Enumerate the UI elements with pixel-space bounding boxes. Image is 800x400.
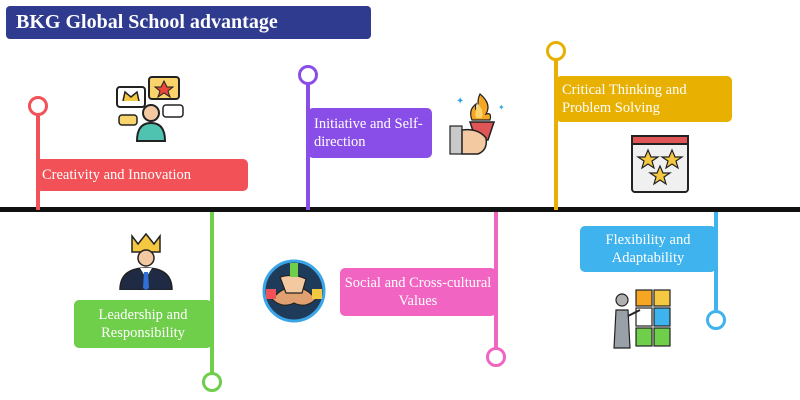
timeline-marker (546, 41, 566, 61)
torch-icon: ✦ ✦ (449, 93, 505, 155)
timeline-marker (486, 347, 506, 367)
team-hands-icon (262, 259, 326, 323)
crowned-leader-icon (119, 232, 173, 290)
item-label: Critical Thinking and Problem Solving (556, 76, 732, 122)
timeline-stem (494, 212, 498, 350)
puzzle-person-icon (613, 289, 671, 349)
timeline-marker (298, 65, 318, 85)
timeline-stem (554, 56, 558, 210)
svg-text:✦: ✦ (498, 103, 505, 112)
timeline-marker (706, 310, 726, 330)
timeline-stem (210, 212, 214, 374)
timeline-axis (0, 207, 800, 212)
timeline-stem (714, 212, 718, 310)
timeline-marker (28, 96, 48, 116)
timeline-marker (202, 372, 222, 392)
item-label: Flexibility and Adaptability (580, 226, 716, 272)
star-rating-window-icon (631, 135, 689, 193)
item-label: Leadership and Responsibility (74, 300, 212, 348)
page-title: BKG Global School advantage (6, 6, 371, 39)
item-label: Initiative and Self-direction (308, 108, 432, 158)
item-label: Creativity and Innovation (36, 159, 248, 191)
svg-text:✦: ✦ (456, 96, 464, 107)
speech-bubbles-person-icon (116, 76, 184, 142)
item-label: Social and Cross-cultural Values (340, 268, 496, 316)
